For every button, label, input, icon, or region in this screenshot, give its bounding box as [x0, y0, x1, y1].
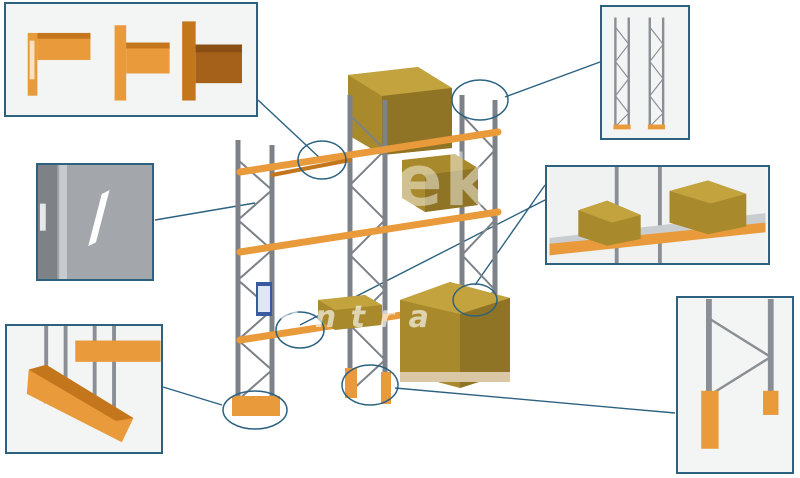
teardrop-slot: [88, 190, 110, 247]
leader-line-row-end: [162, 386, 223, 406]
leader-line-mesh-deck-a: [474, 184, 546, 286]
beam-top-back: [270, 158, 352, 177]
connector-3: [182, 21, 242, 101]
highlight-ellipses: [222, 79, 509, 430]
upright-slot-illustration: [38, 165, 152, 279]
middle-load: [402, 154, 478, 212]
floor-load: [400, 282, 510, 388]
beam-connector-illustration: [27, 21, 242, 101]
row-end-protector-illustration: [26, 326, 161, 443]
left-upright-frame: [235, 140, 275, 410]
callout-beam-connectors: [4, 2, 258, 117]
leader-line-beam-connectors: [257, 99, 323, 161]
left-base-guard: [232, 396, 280, 416]
connector-2: [114, 25, 170, 101]
upright-frames-illustration: [613, 17, 666, 130]
deck-load-small: [318, 295, 382, 330]
connector-1: [27, 32, 91, 96]
base-guard-right: [763, 390, 779, 415]
ellipse-mesh-deck-a: [452, 283, 498, 317]
ellipse-row-end: [222, 390, 288, 430]
callout-upright-base-guard: [676, 296, 794, 474]
beam-mid-front: [236, 208, 502, 256]
beam-top-front: [236, 128, 502, 176]
leader-line-upright-frames: [504, 61, 601, 98]
callout-mesh-deck-shelf: [545, 165, 770, 265]
ellipse-base-guard: [341, 364, 399, 406]
callout-row-end-protector: [5, 324, 163, 454]
middle-base-guard: [345, 368, 357, 398]
ellipse-beam-connectors: [297, 140, 347, 180]
mesh-deck-illustration: [549, 167, 766, 263]
leader-lines: [154, 61, 676, 414]
ellipse-mesh-deck-b: [275, 311, 325, 349]
ellipse-upright-frames: [451, 79, 509, 121]
callout-upright-frames: [600, 5, 690, 140]
leader-line-base-guard: [394, 387, 676, 414]
base-guard-left: [701, 390, 719, 449]
base-guard-illustration: [701, 299, 779, 449]
top-load: [348, 67, 452, 155]
callout-upright-slot-detail: [36, 163, 154, 281]
